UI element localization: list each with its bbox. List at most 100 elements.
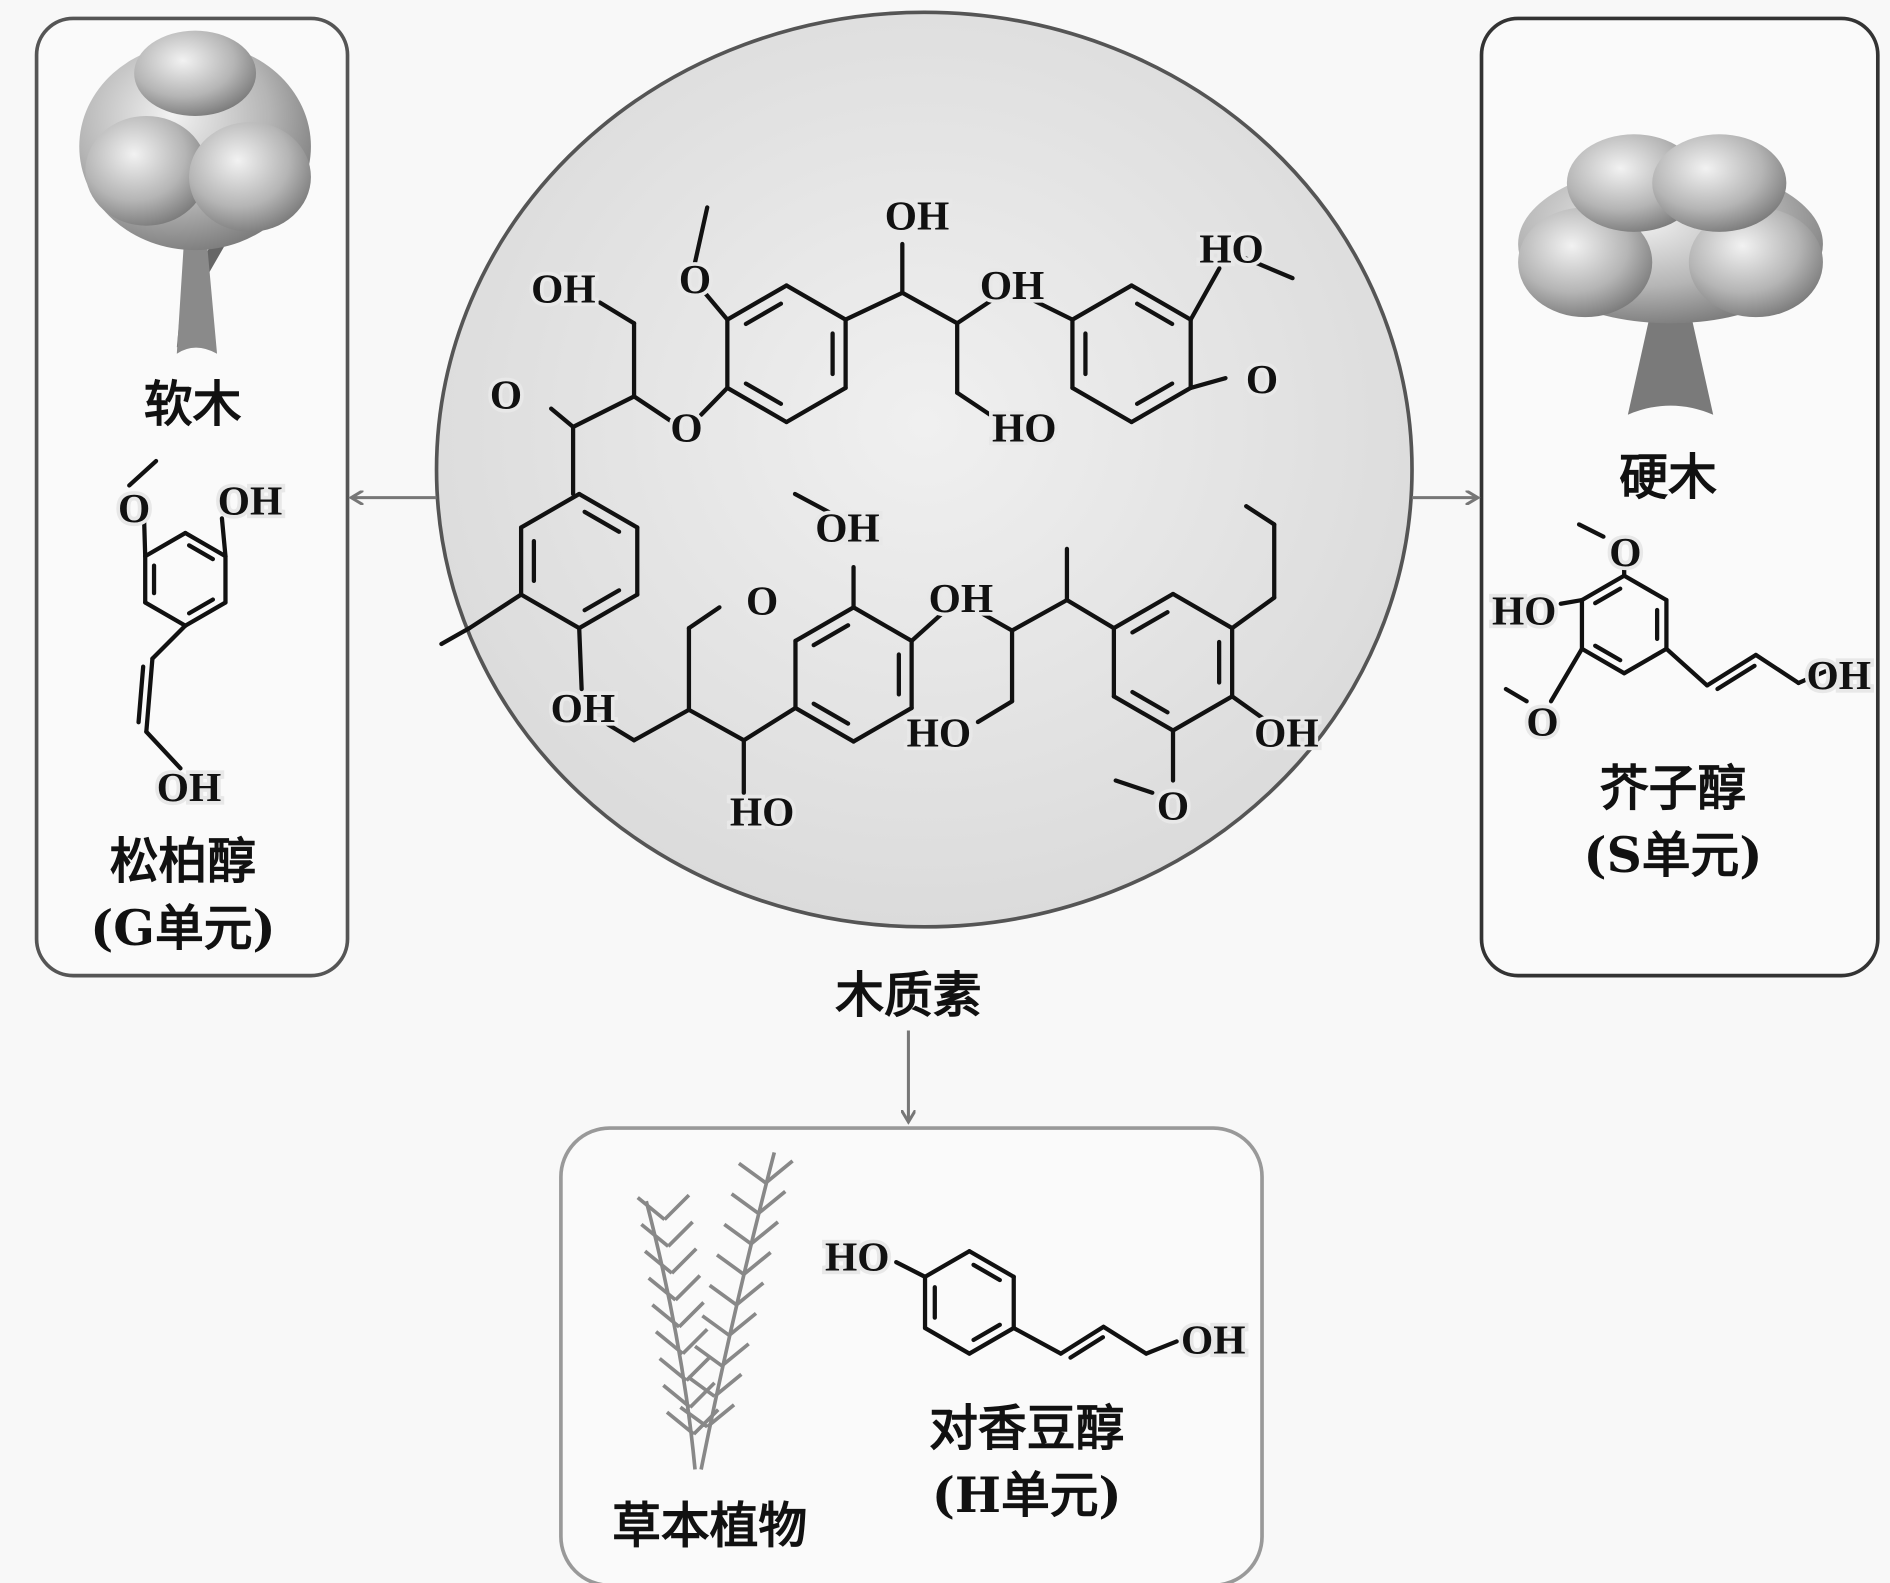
bond <box>1503 686 1529 704</box>
softwood-label: 软木 <box>144 375 242 433</box>
bond <box>150 623 188 661</box>
methoxy-o-label: O <box>118 485 150 531</box>
bond <box>792 491 832 515</box>
bond <box>1230 694 1271 725</box>
bond <box>1064 597 1117 631</box>
bond <box>1058 1324 1106 1356</box>
ring-bond <box>1070 283 1134 322</box>
ring-bond <box>1111 591 1176 631</box>
bond <box>144 656 155 734</box>
bond <box>1704 652 1759 688</box>
bond <box>975 699 1015 725</box>
bond <box>141 510 148 559</box>
bond <box>686 707 746 743</box>
lignin-atom-label: OH <box>980 262 1044 308</box>
lignin-atom-label: O <box>679 256 711 302</box>
double-bond <box>1593 643 1623 663</box>
ring-bond <box>577 491 640 530</box>
lignin-atom-label: O <box>1246 356 1278 402</box>
lignin-label: 木质素 <box>835 966 981 1024</box>
double-bond <box>1068 1335 1106 1360</box>
ring-bond <box>922 1325 972 1356</box>
sinapyl-alcohol-label: 芥子醇 <box>1600 759 1746 817</box>
s-unit-label: (S单元) <box>1584 826 1763 884</box>
lignin-circle <box>434 10 1414 929</box>
lignin-atom-label: O <box>670 405 702 451</box>
ring-bond <box>851 705 914 744</box>
lignin-atom-label: OH <box>885 192 949 238</box>
ring-bond <box>1170 591 1235 631</box>
ring-bond <box>183 530 228 559</box>
bond <box>741 705 798 743</box>
ring-bond <box>922 1249 972 1279</box>
double-bond <box>1130 610 1170 635</box>
ring-bond <box>1170 694 1235 733</box>
lignin-atom-label: OH <box>531 266 595 312</box>
bond <box>686 605 722 631</box>
bond <box>1230 595 1277 631</box>
bond <box>1144 1339 1179 1356</box>
double-bond <box>1593 586 1623 606</box>
bond <box>1101 1324 1149 1356</box>
bond <box>1244 504 1277 527</box>
ring-bond <box>967 1249 1016 1279</box>
ring-bond <box>1622 573 1669 603</box>
ring-bond <box>784 283 848 322</box>
lignin-atom-label: HO <box>1199 225 1263 271</box>
lignin-atom-label: HO <box>992 405 1056 451</box>
bond <box>1753 652 1801 686</box>
softwood-panel <box>34 16 350 978</box>
ring-bond <box>183 600 228 628</box>
herb-panel <box>559 1126 1264 1583</box>
ring-bond <box>577 592 640 631</box>
bond <box>1664 646 1710 688</box>
ring-bond <box>793 605 856 644</box>
double-bond <box>186 597 216 616</box>
bond <box>127 458 159 488</box>
herb-label: 草本植物 <box>612 1497 807 1555</box>
bond <box>894 1260 928 1279</box>
double-bond <box>1715 663 1757 692</box>
bond <box>955 390 993 417</box>
lignin-atom-label: OH <box>815 505 879 551</box>
ring-bond <box>784 385 848 425</box>
lignin-atom-label: HO <box>907 709 971 755</box>
bond <box>900 290 960 326</box>
h-unit-label: (H单元) <box>932 1466 1122 1524</box>
lignin-atom-label: OH <box>551 685 615 731</box>
methoxy-o-label: O <box>1609 529 1641 575</box>
bond <box>1028 296 1075 322</box>
hydroxyl-label: OH <box>157 764 221 810</box>
bond <box>144 729 183 771</box>
double-bond <box>743 301 784 327</box>
bond <box>570 394 637 430</box>
hardwood-tree-icon <box>1518 134 1823 415</box>
ring-bond <box>1111 694 1176 733</box>
double-bond <box>1134 381 1175 406</box>
herb-plant-icon <box>636 1151 794 1470</box>
ring-bond <box>143 530 188 559</box>
methoxy-o-label: O <box>1526 698 1558 744</box>
bond <box>597 300 637 326</box>
bond <box>1113 778 1155 795</box>
hydroxyl-label: OH <box>1807 652 1871 698</box>
bond <box>698 385 730 417</box>
ring-bond <box>967 1325 1016 1356</box>
bond <box>219 516 228 559</box>
lignin-atom-label: O <box>746 578 778 624</box>
lignin-atom-label: O <box>490 372 522 418</box>
ring-bond <box>1622 646 1669 676</box>
bond <box>577 625 584 692</box>
lignin-atom-label: O <box>1157 783 1189 829</box>
bond <box>702 290 730 322</box>
coniferyl-alcohol-label: 松柏醇 <box>110 832 256 890</box>
bond <box>1244 256 1295 281</box>
bond <box>955 296 996 326</box>
lignin-atom-label: HO <box>730 789 794 835</box>
softwood-tree-icon <box>79 30 311 354</box>
bond <box>909 607 949 644</box>
ring-bond <box>518 592 582 631</box>
ring-bond <box>1579 573 1627 603</box>
